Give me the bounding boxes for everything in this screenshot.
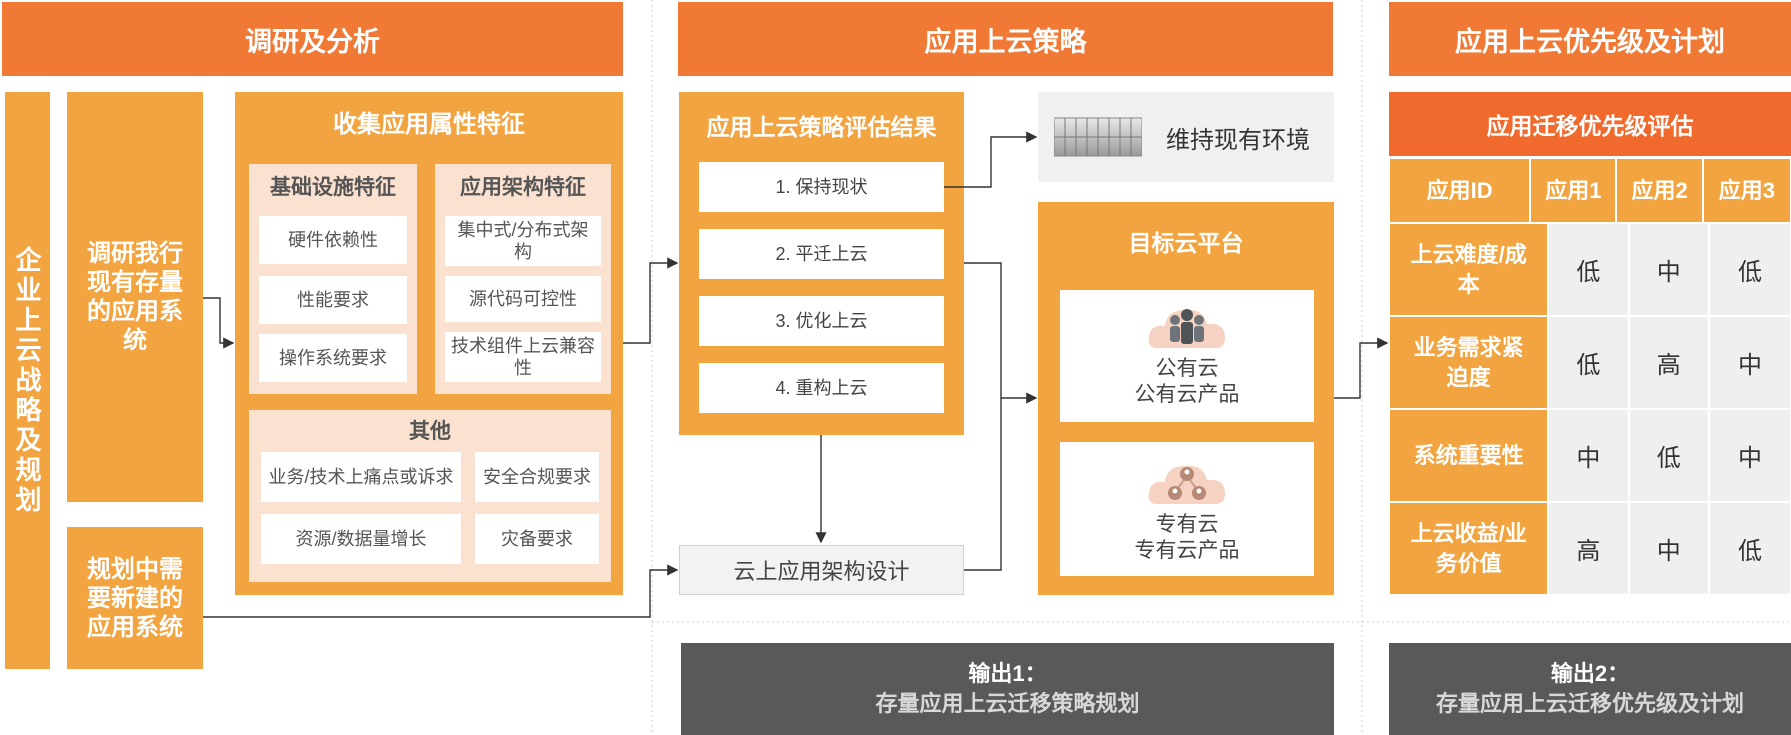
collect-title: 收集应用属性特征 [333, 110, 525, 138]
target-cloud-panel: 目标云平台 公有云 公有云产品 专有云 专有云产品 [1038, 202, 1334, 595]
public-cloud-users-icon [1148, 309, 1225, 348]
header-research: 调研及分析 [2, 2, 623, 76]
public-cloud-card: 公有云 公有云产品 [1060, 290, 1314, 422]
priority-table-title: 应用迁移优先级评估 [1389, 92, 1791, 156]
column-header: 应用3 [1702, 158, 1791, 223]
priority-cell: 中 [1708, 316, 1791, 409]
infra-panel: 基础设施特征 硬件依赖性 性能要求 操作系统要求 [249, 164, 417, 394]
existing-apps-box: 调研我行现有存量的应用系统 [67, 92, 203, 502]
priority-cell: 低 [1628, 409, 1709, 502]
priority-row: 上云收益/业务价值 高 中 低 [1389, 502, 1791, 595]
strategy-eval-panel: 应用上云策略评估结果 1. 保持现状 2. 平迁上云 3. 优化上云 4. 重构… [679, 92, 964, 435]
row-label: 上云难度/成本 [1389, 223, 1549, 316]
keep-env-box: 维持现有环境 [1038, 92, 1334, 182]
row-label: 业务需求紧迫度 [1389, 316, 1549, 409]
private-cloud-label: 专有云 [1155, 513, 1219, 536]
priority-cell: 中 [1628, 223, 1709, 316]
strategy-option: 3. 优化上云 [699, 296, 944, 346]
private-cloud-card: 专有云 专有云产品 [1060, 442, 1314, 576]
output-2-title: 输出2： [1550, 661, 1630, 686]
header-priority: 应用上云优先级及计划 [1389, 2, 1791, 76]
priority-cell: 中 [1548, 409, 1629, 502]
priority-cell: 低 [1708, 223, 1791, 316]
other-item: 业务/技术上痛点或诉求 [261, 452, 461, 502]
arch-item: 集中式/分布式架构 [445, 216, 601, 266]
column-header: 应用ID [1389, 158, 1531, 223]
output-1-box: 输出1： 存量应用上云迁移策略规划 [681, 643, 1334, 735]
private-cloud-products: 专有云产品 [1134, 539, 1240, 562]
strategy-eval-title: 应用上云策略评估结果 [706, 114, 937, 140]
server-rack-icon [1054, 117, 1142, 157]
infra-item: 硬件依赖性 [259, 216, 407, 264]
strategy-option: 4. 重构上云 [699, 363, 944, 413]
output-2-box: 输出2： 存量应用上云迁移优先级及计划 [1389, 643, 1791, 735]
new-apps-label: 规划中需要新建的应用系统 [87, 555, 183, 641]
other-item: 资源/数据量增长 [261, 514, 461, 564]
other-title: 其他 [409, 420, 451, 443]
arch-title: 应用架构特征 [460, 176, 586, 199]
target-cloud-title: 目标云平台 [1128, 230, 1244, 256]
cloud-arch-design-box: 云上应用架构设计 [679, 545, 964, 595]
other-item: 灾备要求 [475, 514, 599, 564]
infra-item: 操作系统要求 [259, 334, 407, 382]
priority-cell: 低 [1548, 223, 1629, 316]
header-strategy: 应用上云策略 [678, 2, 1333, 76]
other-item: 安全合规要求 [475, 452, 599, 502]
priority-cell: 低 [1548, 316, 1629, 409]
output-1-title: 输出1： [968, 661, 1047, 686]
existing-apps-label: 调研我行现有存量的应用系统 [87, 240, 183, 354]
other-panel: 其他 业务/技术上痛点或诉求 安全合规要求 资源/数据量增长 灾备要求 [249, 410, 611, 582]
priority-row: 业务需求紧迫度 低 高 中 [1389, 316, 1791, 409]
strategy-vertical-bar: 企业上云战略及规划 [5, 92, 50, 669]
column-header: 应用2 [1616, 158, 1703, 223]
priority-header-row: 应用ID 应用1 应用2 应用3 [1389, 158, 1791, 223]
public-cloud-label: 公有云 [1155, 357, 1219, 380]
arch-panel: 应用架构特征 集中式/分布式架构 源代码可控性 技术组件上云兼容性 [435, 164, 611, 394]
arch-item: 源代码可控性 [445, 276, 601, 322]
private-cloud-text: 专有云 专有云产品 [1060, 512, 1314, 564]
new-apps-box: 规划中需要新建的应用系统 [67, 527, 203, 669]
priority-cell: 高 [1628, 316, 1709, 409]
infra-item: 性能要求 [259, 276, 407, 324]
collect-attributes-panel: 收集应用属性特征 基础设施特征 硬件依赖性 性能要求 操作系统要求 应用架构特征… [235, 92, 623, 595]
vertical-label: 企业上云战略及规划 [12, 245, 42, 516]
public-cloud-products: 公有云产品 [1134, 383, 1240, 406]
keep-env-label: 维持现有环境 [1166, 126, 1310, 154]
row-label: 系统重要性 [1389, 409, 1549, 502]
output-2-desc: 存量应用上云迁移优先级及计划 [1435, 691, 1744, 716]
priority-cell: 中 [1708, 409, 1791, 502]
priority-cell: 高 [1548, 502, 1629, 595]
priority-cell: 中 [1628, 502, 1709, 595]
output-1-desc: 存量应用上云迁移策略规划 [875, 691, 1140, 716]
priority-row: 系统重要性 中 低 中 [1389, 409, 1791, 502]
priority-row: 上云难度/成本 低 中 低 [1389, 223, 1791, 316]
public-cloud-text: 公有云 公有云产品 [1060, 356, 1314, 408]
row-label: 上云收益/业务价值 [1389, 502, 1549, 595]
private-cloud-network-icon [1148, 465, 1225, 504]
column-header: 应用1 [1530, 158, 1617, 223]
priority-table: 应用ID 应用1 应用2 应用3 上云难度/成本 低 中 低 业务需求紧迫度 低… [1389, 158, 1791, 595]
arch-item: 技术组件上云兼容性 [445, 332, 601, 382]
priority-cell: 低 [1708, 502, 1791, 595]
strategy-option: 1. 保持现状 [699, 162, 944, 212]
strategy-option: 2. 平迁上云 [699, 229, 944, 279]
infra-title: 基础设施特征 [270, 176, 396, 199]
